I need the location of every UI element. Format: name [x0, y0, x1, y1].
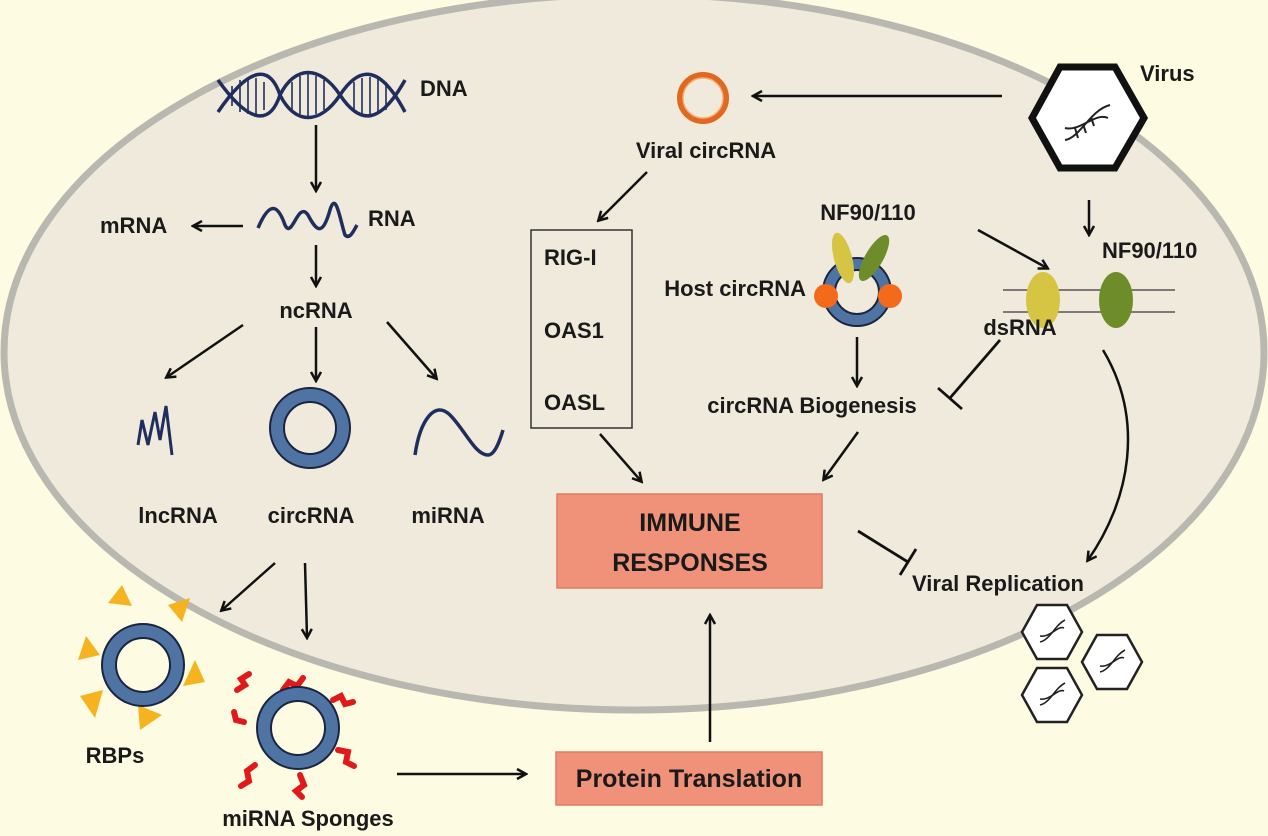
viral-replication-label: Viral Replication — [912, 571, 1084, 596]
lncrna-wiggle-icon — [136, 405, 174, 456]
rbps-label: RBPs — [86, 743, 145, 768]
ncrna-label: ncRNA — [279, 298, 352, 323]
circrna-label: circRNA — [268, 503, 355, 528]
dsrna-label: dsRNA — [983, 315, 1056, 340]
immune-line1: IMMUNE — [639, 509, 740, 537]
viral-circrna-ring-icon — [677, 72, 729, 124]
mirna-label: miRNA — [411, 503, 484, 528]
arrow-nf-dsrna — [977, 228, 1047, 268]
sensor-rig-i: RIG-I — [544, 245, 597, 270]
sensor-oas1: OAS1 — [544, 318, 604, 343]
rna-label: RNA — [368, 206, 416, 231]
rbps-icon — [78, 585, 205, 730]
immune-responses-box — [556, 493, 823, 589]
inhibit-dsrna-biogenesis — [937, 339, 1002, 411]
virus-label: Virus — [1140, 61, 1195, 86]
arrow-circrna-rbps — [222, 562, 276, 610]
arrow-sensors-immune — [599, 433, 641, 481]
sensors-box — [530, 229, 633, 429]
cell-ellipse — [0, 0, 1268, 714]
sensor-oasl: OASL — [544, 390, 605, 415]
mirna-sponges-label: miRNA Sponges — [222, 806, 394, 831]
virus-hexagon-icon — [1027, 63, 1149, 172]
arrow-viral-circrna-sensors — [599, 171, 648, 220]
mirna-wave-icon — [413, 408, 505, 457]
protein-translation-label: Protein Translation — [576, 765, 802, 793]
lncrna-label: lncRNA — [138, 503, 218, 528]
dna-label: DNA — [420, 76, 468, 101]
biogenesis-label: circRNA Biogenesis — [707, 393, 916, 418]
circrna-ring-icon — [269, 387, 351, 469]
arrow-biogenesis-immune — [824, 431, 860, 479]
arrow-circrna-sponges — [305, 562, 307, 637]
viral-circrna-label: Viral circRNA — [636, 138, 776, 163]
protein-translation-box — [555, 751, 823, 806]
mrna-label: mRNA — [100, 213, 167, 238]
host-circrna-label: Host circRNA — [664, 276, 806, 301]
inhibit-immune-replication — [857, 529, 918, 576]
arrow-ncrna-lncrna — [167, 323, 244, 377]
arrow-dsrna-replication — [1088, 349, 1130, 560]
dsrna-icon — [1003, 272, 1175, 328]
progeny-virus-icons — [1020, 603, 1144, 724]
immune-line2: RESPONSES — [612, 549, 768, 577]
nf-left-label: NF90/110 — [820, 200, 915, 225]
arrow-ncrna-mirna — [386, 321, 436, 378]
nf-right-label: NF90/110 — [1102, 238, 1197, 263]
rna-wave-icon — [256, 201, 359, 238]
dna-helix-icon — [216, 70, 407, 120]
mirna-sponge-icon — [231, 671, 357, 800]
host-circrna-icon — [814, 232, 902, 327]
